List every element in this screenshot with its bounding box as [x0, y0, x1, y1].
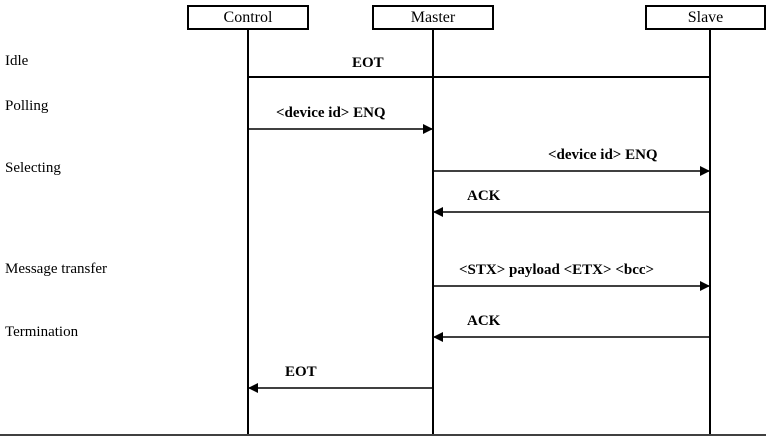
phase-label-idle: Idle — [5, 53, 29, 69]
message-label-eot-term: EOT — [285, 364, 317, 380]
phase-label-selecting: Selecting — [5, 160, 61, 176]
message-label-ack-term: ACK — [467, 313, 501, 329]
phase-label-polling: Polling — [5, 98, 49, 114]
actor-control-label: Control — [223, 8, 273, 26]
actor-master-label: Master — [410, 8, 456, 26]
message-label-payload: <STX> payload <ETX> <bcc> — [459, 262, 655, 278]
phase-label-termination: Termination — [5, 324, 79, 340]
phase-label-message-transfer: Message transfer — [5, 261, 108, 277]
message-label-ack-select: ACK — [467, 188, 501, 204]
actor-slave-label: Slave — [687, 8, 724, 26]
message-label-enq-select: <device id> ENQ — [548, 147, 658, 163]
actor-slave-box: Slave — [645, 5, 766, 30]
message-label-eot-idle: EOT — [352, 55, 384, 71]
actor-control-box: Control — [187, 5, 309, 30]
message-label-enq-poll: <device id> ENQ — [276, 105, 386, 121]
actor-master-box: Master — [372, 5, 494, 30]
